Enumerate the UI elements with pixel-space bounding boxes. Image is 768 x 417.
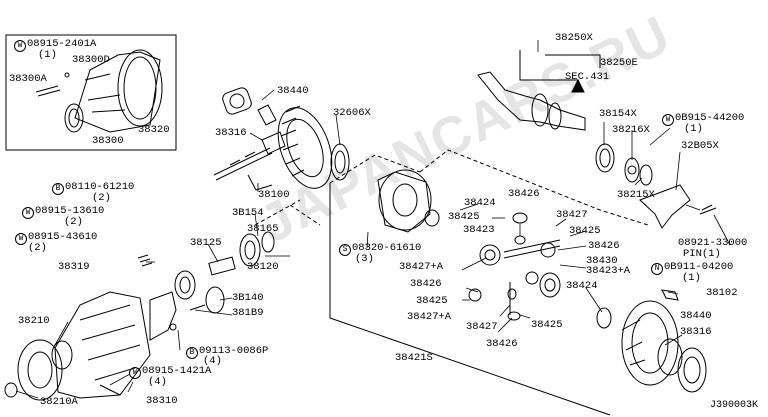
qty-label: (1) [38, 49, 57, 61]
differential-case-outline [254, 149, 649, 416]
part-label-38316-top: 38316 [215, 127, 247, 139]
part-label-38316-bottom: 38316 [680, 326, 712, 338]
part-label-38426: 38426 [486, 338, 518, 350]
washer-symbol-icon: W [14, 40, 26, 52]
qty-label: (2) [64, 216, 83, 228]
inset-frame [5, 34, 177, 151]
bolt-symbol-icon: B [52, 183, 64, 195]
part-label-3B154: 3B154 [232, 207, 264, 219]
part-label-38120: 38120 [247, 261, 279, 273]
carrier-housing-main [4, 291, 151, 401]
part-label-38125: 38125 [190, 237, 222, 249]
washer-symbol-icon: W [662, 114, 674, 126]
qty-label: (1) [684, 123, 703, 135]
part-label-38424: 38424 [464, 197, 496, 209]
washer-symbol-icon: W [129, 367, 141, 379]
leader-lines [15, 40, 731, 399]
part-label-38215X: 38215X [617, 189, 655, 201]
qty-label: (4) [148, 376, 167, 388]
qty-label: (3) [355, 253, 374, 265]
companion-shaft [477, 50, 601, 131]
carrier-housing-inset [35, 49, 163, 133]
part-label-38426: 38426 [508, 188, 540, 200]
part-label-38320: 38320 [138, 124, 170, 136]
part-label-38440-bottom: 38440 [680, 310, 712, 322]
washer-symbol-icon: W [15, 233, 27, 245]
part-label-38210A: 38210A [40, 396, 78, 408]
part-label-38421S: 38421S [395, 352, 433, 364]
washer-symbol-icon: W [22, 207, 34, 219]
ring-gear-bearing [621, 289, 707, 393]
part-label-38423A: 38423+A [586, 265, 631, 277]
qty-label: (2) [28, 242, 47, 254]
part-label-38216X: 38216X [612, 124, 650, 136]
screw-symbol-icon: S [339, 244, 351, 256]
nut-symbol-icon: N [651, 263, 663, 275]
part-label-38425: 38425 [531, 319, 563, 331]
part-label-38100: 38100 [258, 189, 290, 201]
part-label-38440-top: 38440 [277, 85, 309, 97]
part-label-38250X: 38250X [555, 32, 593, 44]
part-label-38300A: 38300A [9, 73, 47, 85]
part-label-38102: 38102 [706, 287, 738, 299]
part-label-38154X: 38154X [599, 108, 637, 120]
drive-pinion-assembly [213, 87, 350, 191]
part-label-38210: 38210 [18, 315, 50, 327]
part-label-38300D: 38300D [72, 54, 110, 66]
page-code: J390003K [709, 400, 758, 411]
part-label-38425: 38425 [569, 225, 601, 237]
part-label-38425: 38425 [416, 295, 448, 307]
part-label-3B140: 3B140 [232, 292, 264, 304]
part-label-32B05X: 32B05X [681, 140, 719, 152]
part-label-38300: 38300 [92, 135, 124, 147]
side-retainer-parts [137, 231, 275, 341]
part-label-32606X: 32606X [333, 107, 371, 119]
section-reference: SEC.431 [565, 71, 610, 83]
qty-label: (4) [203, 355, 222, 367]
part-label-08921-33000: 08921-33000 [678, 237, 748, 249]
part-label-38426: 38426 [410, 278, 442, 290]
part-label-38310: 38310 [146, 395, 178, 407]
qty-label: (2) [92, 192, 111, 204]
part-label-38165: 38165 [247, 223, 279, 235]
bolt-symbol-icon: B [186, 347, 198, 359]
part-label-38423: 38423 [463, 224, 495, 236]
part-label-38319: 38319 [58, 261, 90, 273]
qty-label: (1) [682, 272, 701, 284]
part-label-38250E: 38250E [600, 57, 638, 69]
part-label-38427: 38427 [466, 321, 498, 333]
part-label-38427A: 38427+A [399, 261, 444, 273]
part-label-38427: 38427 [556, 209, 588, 221]
oil-seal-washers [595, 143, 717, 229]
part-label-38430: 38430 [586, 255, 618, 267]
part-label-381B9: 381B9 [232, 307, 264, 319]
pinion-mate-gears [468, 212, 612, 329]
part-label-38425: 38425 [448, 211, 480, 223]
part-label-38424: 38424 [566, 280, 598, 292]
part-label-38426: 38426 [588, 240, 620, 252]
part-label-38427A: 38427+A [407, 311, 452, 323]
part-label-pin: PIN(1) [683, 248, 721, 260]
